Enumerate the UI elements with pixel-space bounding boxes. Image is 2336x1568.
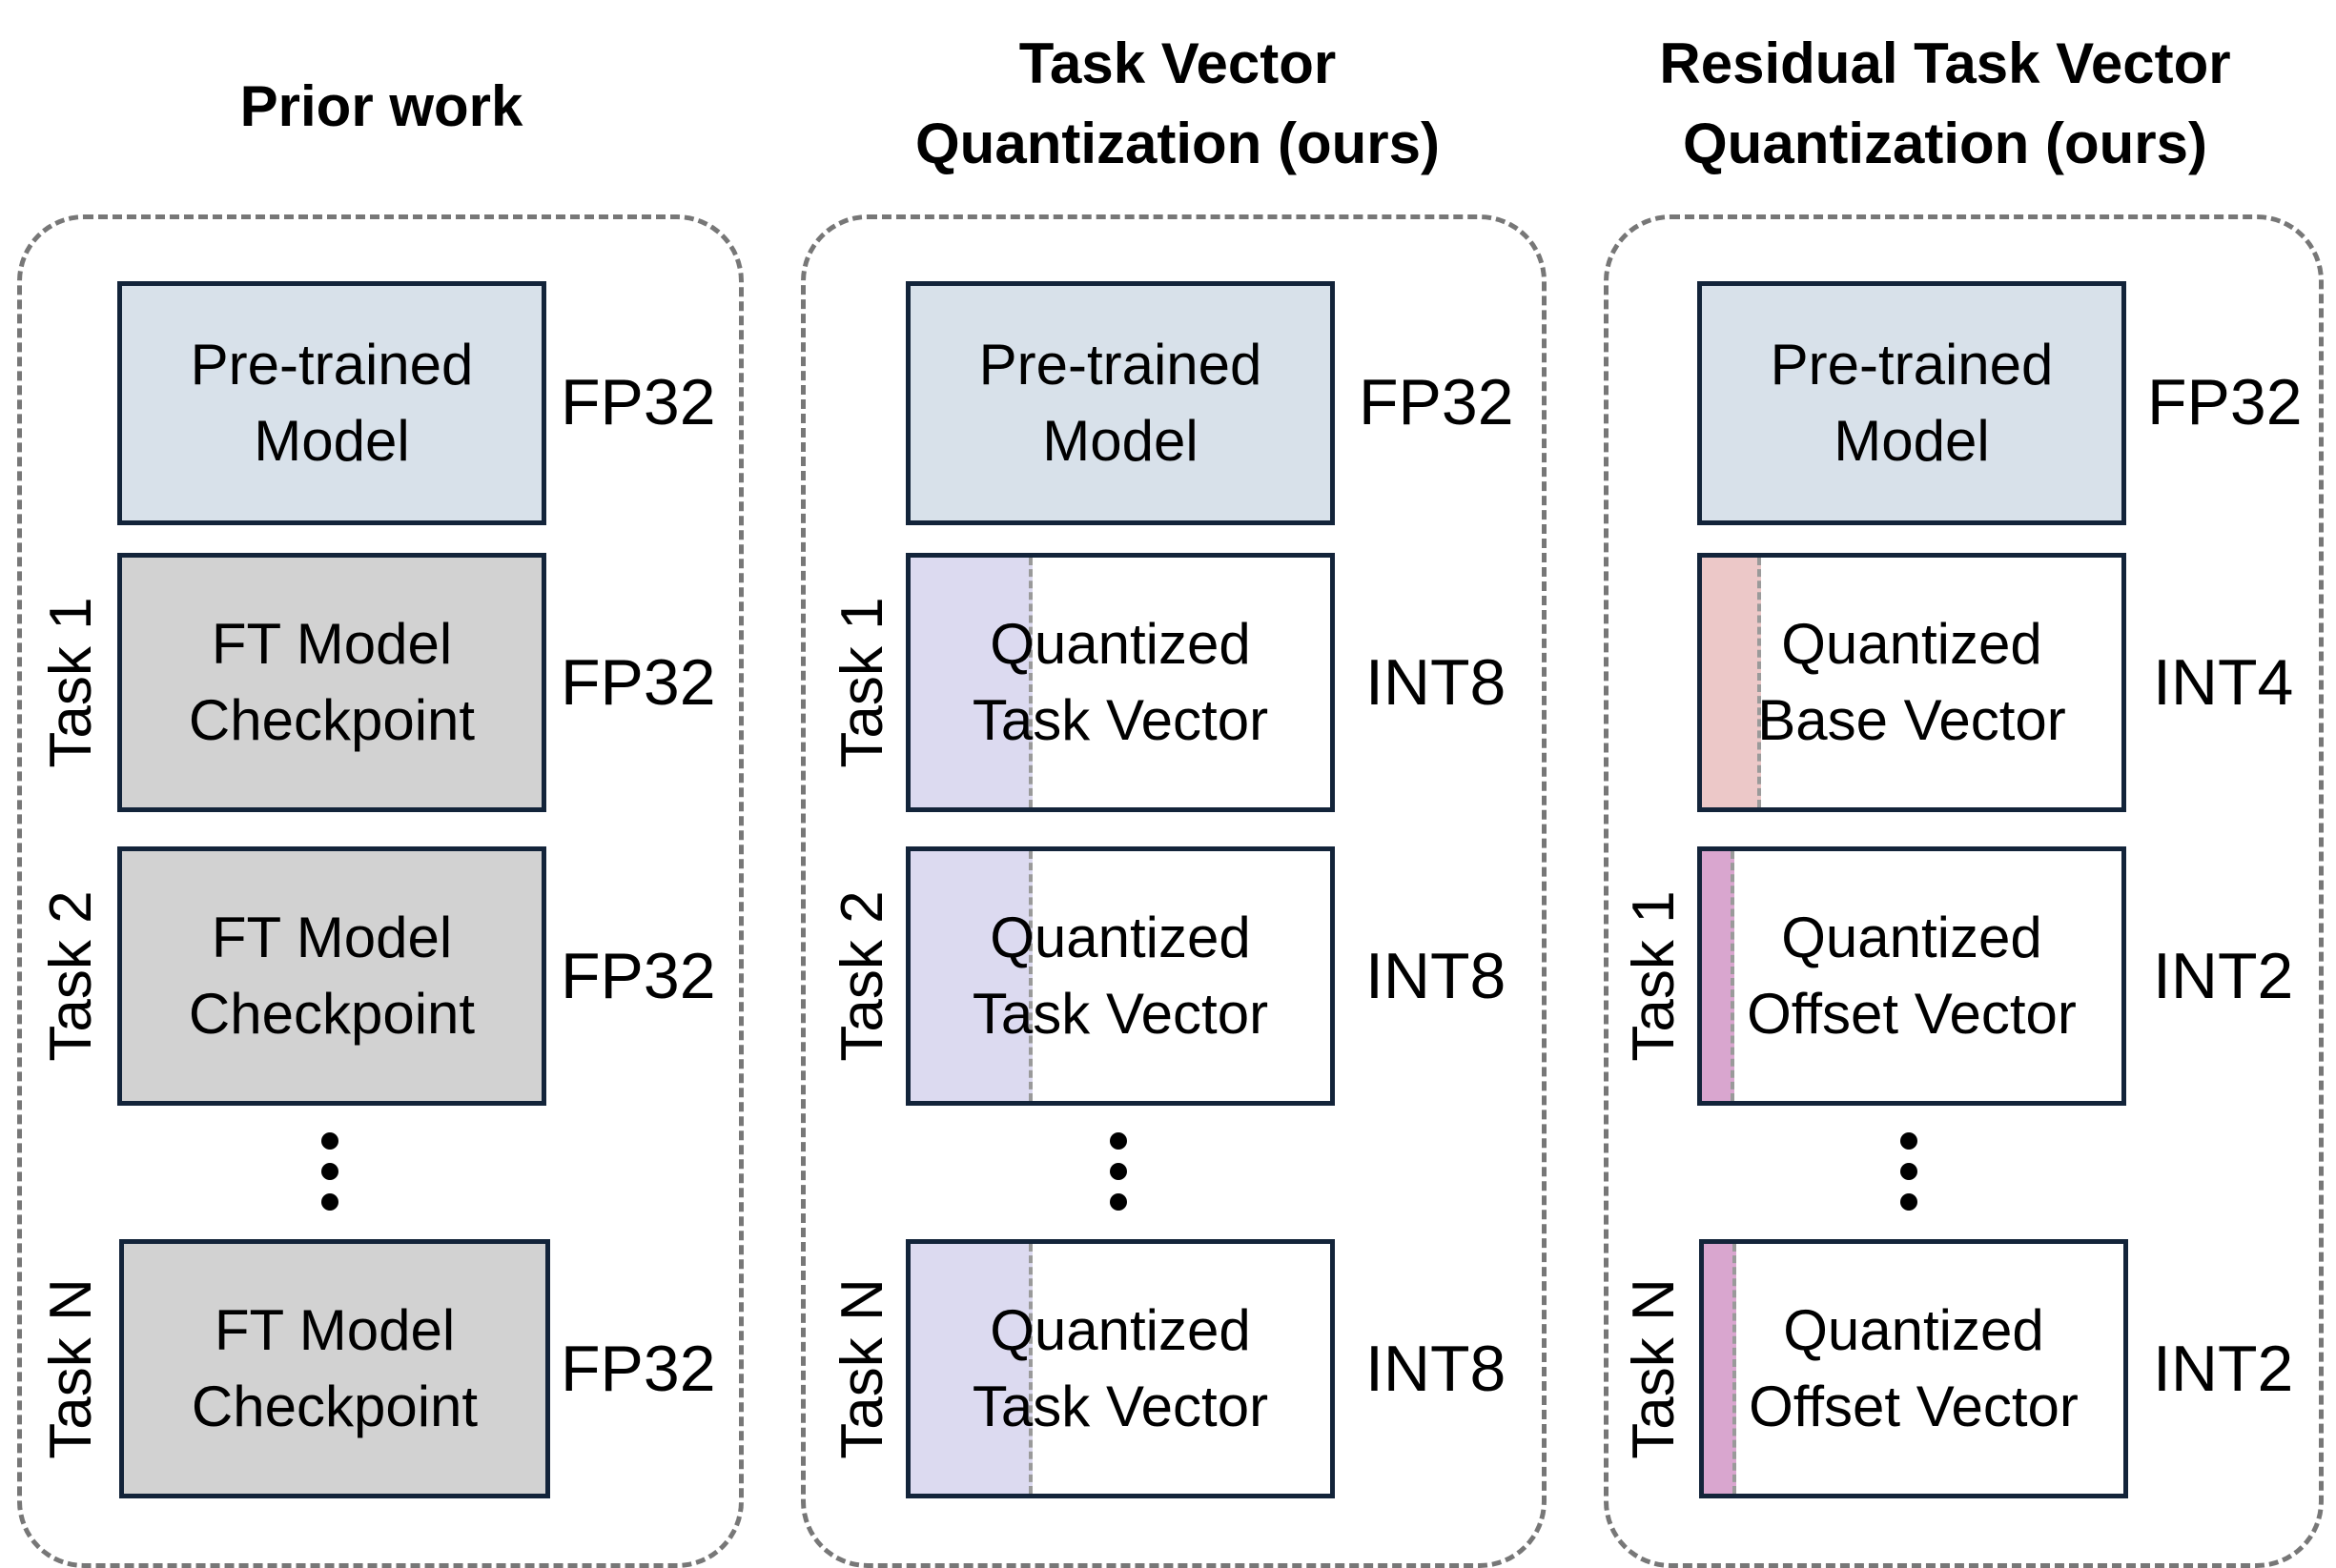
box-text: Pre-trained Model — [1770, 333, 2054, 473]
ft-checkpoint-box-task-1: FT Model Checkpoint — [117, 553, 546, 812]
box-text: Quantized Offset Vector — [1747, 906, 2077, 1046]
quantized-strip — [911, 1244, 1033, 1494]
box-text: Quantized Task Vector — [972, 1298, 1269, 1438]
pretrained-model-box: Pre-trained Model — [117, 281, 546, 525]
quantized-task-vector-box-task-n: Quantized Task Vector — [906, 1239, 1335, 1498]
precision-label: FP32 — [561, 1333, 716, 1405]
ellipsis-dots — [1110, 1132, 1129, 1224]
column-title-prior-work: Prior work — [239, 74, 523, 138]
ft-checkpoint-box-task-n: FT Model Checkpoint — [119, 1239, 550, 1498]
ellipsis-dots — [321, 1132, 340, 1224]
precision-label: INT8 — [1365, 646, 1506, 719]
task-label: Task N — [1621, 1278, 1687, 1459]
precision-label: FP32 — [2147, 366, 2303, 438]
quantized-task-vector-box-task-1: Quantized Task Vector — [906, 553, 1335, 812]
box-text: FT Model Checkpoint — [191, 1298, 479, 1438]
column-title-residual-task-vector-quantization: Residual Task Vector Quantization (ours) — [1659, 31, 2231, 175]
pretrained-model-box: Pre-trained Model — [906, 281, 1335, 525]
precision-label: FP32 — [561, 366, 716, 438]
task-label: Task 2 — [38, 890, 104, 1062]
box-text: FT Model Checkpoint — [188, 906, 476, 1046]
column-title-task-vector-quantization: Task Vector Quantization (ours) — [915, 31, 1440, 175]
quantized-strip — [911, 851, 1033, 1101]
quantized-strip — [911, 558, 1033, 807]
quantized-task-vector-box-task-2: Quantized Task Vector — [906, 846, 1335, 1106]
task-label: Task 1 — [830, 597, 895, 768]
precision-label: INT8 — [1365, 940, 1506, 1012]
precision-label: INT4 — [2153, 646, 2294, 719]
task-label: Task 1 — [38, 597, 104, 768]
ellipsis-dots — [1900, 1132, 1919, 1224]
task-label: Task N — [38, 1278, 104, 1459]
box-text: FT Model Checkpoint — [188, 612, 476, 752]
task-label: Task 1 — [1621, 890, 1687, 1062]
quantized-offset-vector-box-task-n: Quantized Offset Vector — [1699, 1239, 2128, 1498]
quantized-strip — [1704, 1244, 1736, 1494]
precision-label: INT2 — [2153, 940, 2294, 1012]
precision-label: FP32 — [1359, 366, 1514, 438]
precision-label: FP32 — [561, 646, 716, 719]
box-text: Quantized Offset Vector — [1749, 1298, 2079, 1438]
quantized-strip — [1702, 558, 1761, 807]
pretrained-model-box: Pre-trained Model — [1697, 281, 2126, 525]
task-label: Task 2 — [830, 890, 895, 1062]
precision-label: FP32 — [561, 940, 716, 1012]
task-label: Task N — [830, 1278, 895, 1459]
box-text: Pre-trained Model — [190, 333, 474, 473]
box-text: Quantized Task Vector — [972, 906, 1269, 1046]
box-text: Pre-trained Model — [978, 333, 1262, 473]
precision-label: INT2 — [2153, 1333, 2294, 1405]
ft-checkpoint-box-task-2: FT Model Checkpoint — [117, 846, 546, 1106]
quantized-strip — [1702, 851, 1734, 1101]
quantized-base-vector-box: Quantized Base Vector — [1697, 553, 2126, 812]
box-text: Quantized Task Vector — [972, 612, 1269, 752]
quantized-offset-vector-box-task-1: Quantized Offset Vector — [1697, 846, 2126, 1106]
box-text: Quantized Base Vector — [1757, 612, 2066, 752]
precision-label: INT8 — [1365, 1333, 1506, 1405]
